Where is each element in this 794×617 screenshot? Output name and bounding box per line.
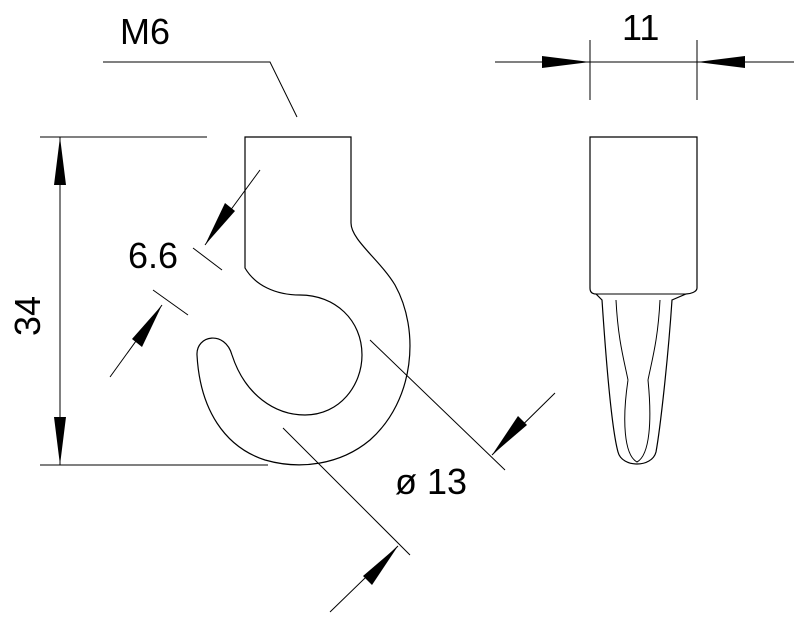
side-view (589, 136, 698, 465)
wire-label: 6.6 (128, 235, 178, 276)
wire-dimension: 6.6 (109, 169, 261, 378)
diameter-label: ø 13 (395, 461, 467, 502)
hook-front-view (196, 136, 411, 466)
width-label: 11 (622, 7, 659, 48)
diameter-dimension: ø 13 (282, 339, 556, 613)
height-dimension: 34 (7, 136, 268, 466)
height-label: 34 (7, 296, 48, 336)
thread-label: M6 (120, 11, 170, 52)
thread-callout: M6 (103, 11, 298, 118)
width-dimension: 11 (495, 7, 794, 100)
